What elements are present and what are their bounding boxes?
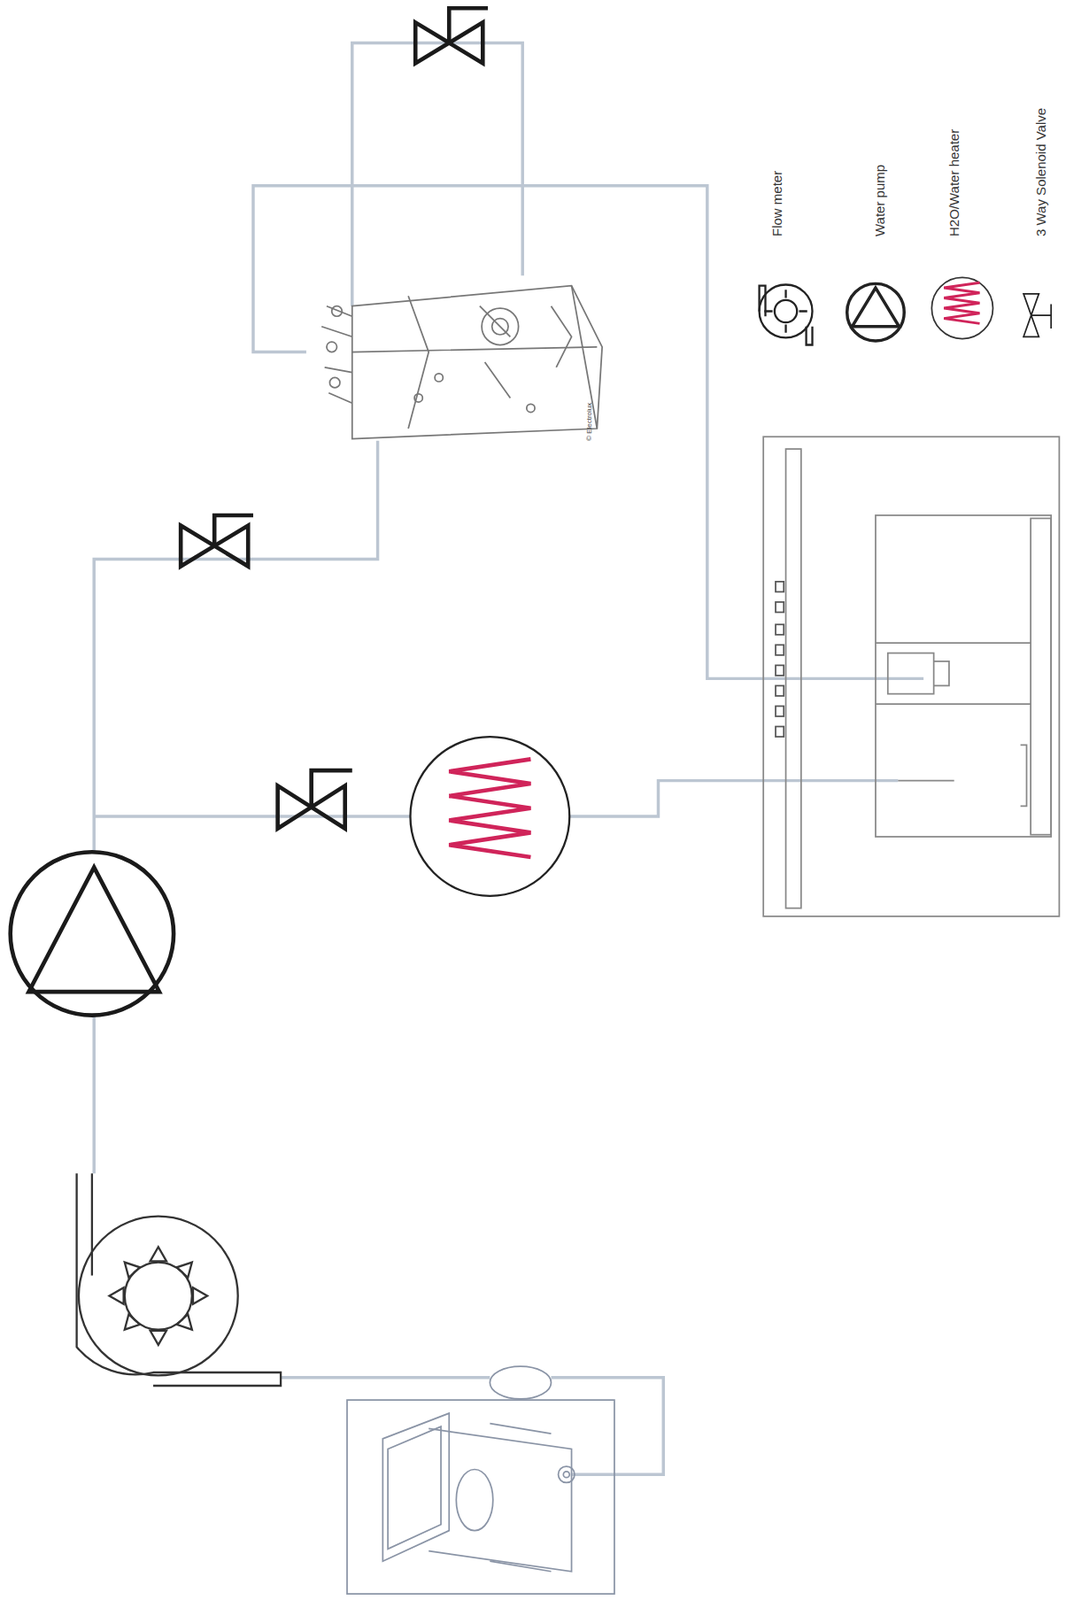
water-pump-symbol	[10, 851, 174, 1015]
electrolux-appliance	[321, 285, 603, 440]
water-pipes	[93, 42, 924, 1475]
flow-meter-symbol	[77, 1173, 281, 1386]
legend-symbols	[759, 277, 1052, 345]
water-heater-symbol	[409, 736, 570, 896]
water-source-unit	[347, 1366, 615, 1594]
legend-label: Flow meter	[768, 170, 787, 237]
solenoid-valves	[180, 7, 488, 829]
brand-label: © Electrolux	[585, 402, 595, 441]
legend-label: H2O/Water heater	[945, 129, 964, 237]
legend-label: 3 Way Solenoid Valve	[1032, 108, 1051, 237]
cooktop-hood	[763, 436, 1059, 917]
legend-label: Water pump	[871, 164, 889, 237]
